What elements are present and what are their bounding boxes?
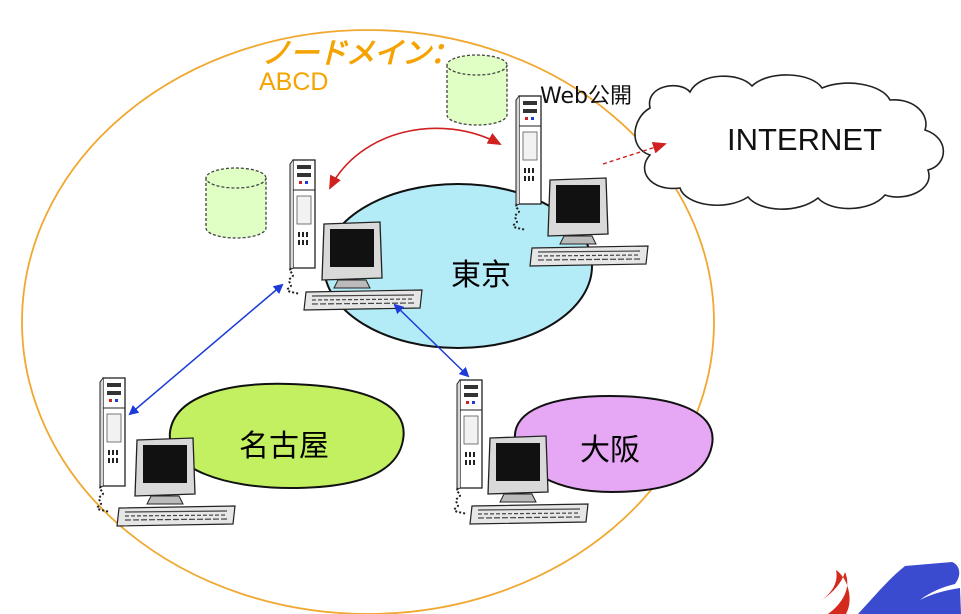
server-icon-nagoya — [96, 377, 126, 513]
link-tokyo-osaka — [393, 303, 470, 378]
server-icon-osaka — [453, 379, 483, 515]
link-web-internet — [602, 141, 667, 165]
nagoya-label: 名古屋 — [239, 429, 329, 464]
database-icon-tokyo — [205, 167, 267, 239]
domain-title: ノードメイン： — [262, 36, 459, 70]
osaka-label: 大阪 — [580, 433, 640, 468]
internet-label: INTERNET — [727, 122, 882, 157]
domain-boundary — [21, 29, 715, 614]
link-db-replication — [329, 127, 502, 190]
osaka-lan — [513, 394, 714, 494]
domain-name: ABCD — [259, 68, 329, 96]
internet-cloud — [634, 74, 945, 210]
server-icon-tokyo — [286, 159, 316, 295]
logo-icon — [822, 562, 961, 614]
tokyo-label: 東京 — [451, 258, 511, 293]
web-publish-label: Web公開 — [540, 84, 632, 109]
link-tokyo-nagoya — [128, 283, 284, 416]
